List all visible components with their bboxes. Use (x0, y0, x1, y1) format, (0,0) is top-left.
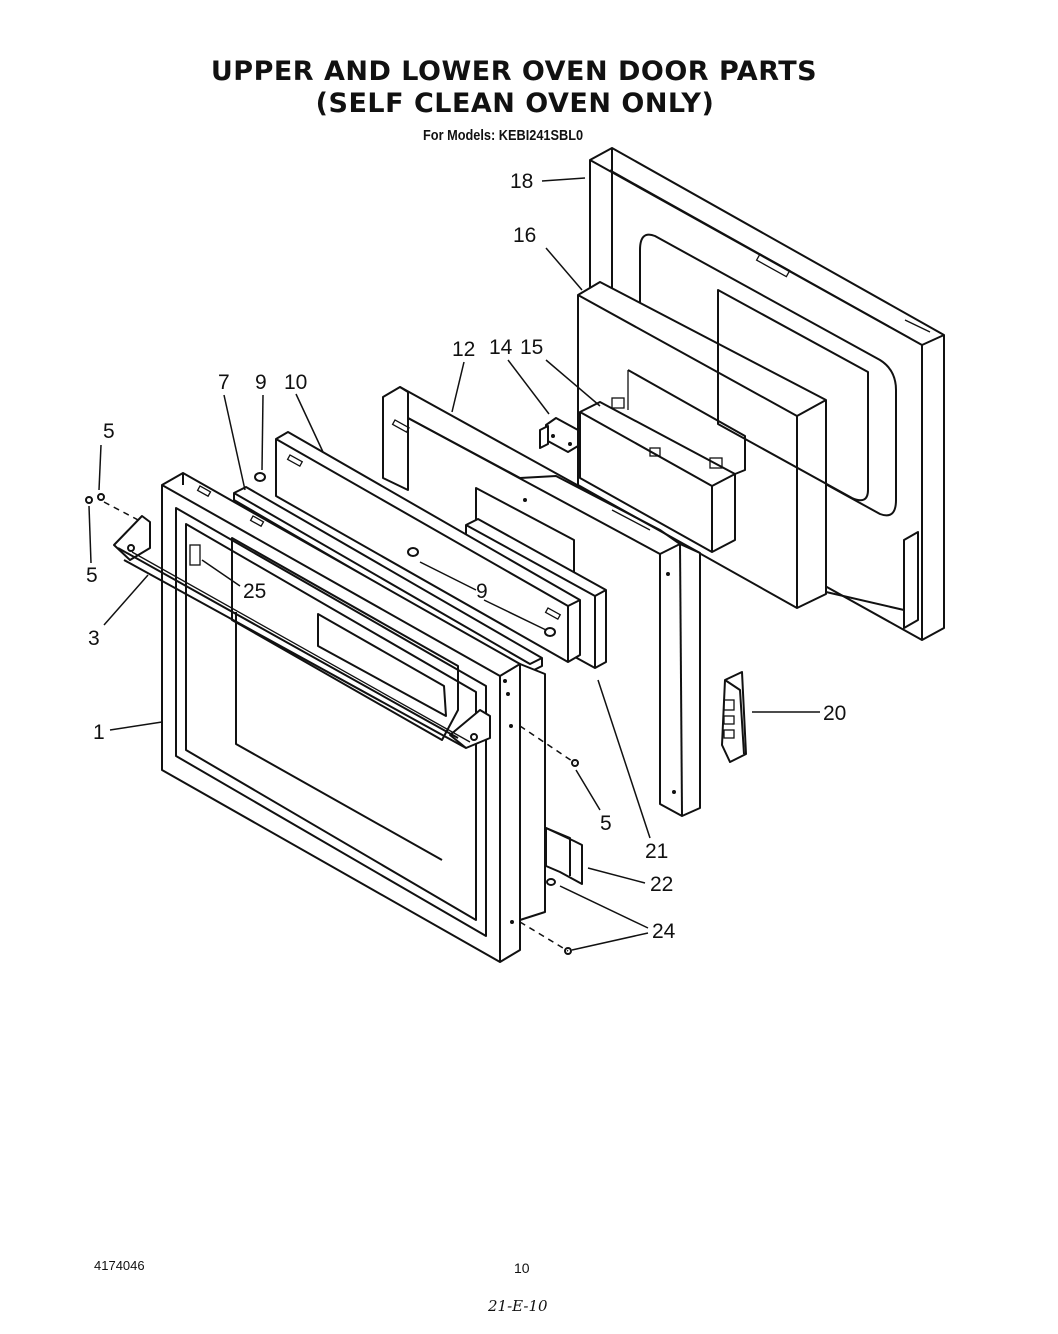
diagram-subtitle: (SELF CLEAN OVEN ONLY) (315, 88, 715, 119)
callout-9-top: 9 (255, 371, 267, 394)
model-number-label: For Models: KEBI241SBL0 (423, 127, 584, 144)
page-number: 10 (514, 1260, 530, 1276)
callout-21: 21 (645, 840, 668, 863)
callout-9-mid: 9 (476, 580, 488, 603)
callout-12: 12 (452, 338, 475, 361)
callout-20: 20 (823, 702, 846, 725)
callout-5-top: 5 (103, 420, 115, 443)
callout-10: 10 (284, 371, 307, 394)
callout-14: 14 (489, 336, 513, 359)
part-14-clip (539, 417, 579, 453)
diagram-title: UPPER AND LOWER OVEN DOOR PARTS (210, 56, 818, 87)
part-22-side-bracket (545, 827, 583, 885)
screws-group (85, 472, 579, 955)
callout-18: 18 (510, 170, 533, 193)
leader-lines (88, 177, 820, 951)
callout-16: 16 (513, 224, 536, 247)
part-15-glass-pack (579, 369, 746, 553)
callout-1: 1 (93, 721, 105, 744)
callout-25: 25 (243, 580, 266, 603)
callout-24: 24 (652, 920, 676, 943)
callout-7: 7 (218, 371, 230, 394)
callout-labels: 18 16 12 14 15 7 9 10 5 5 25 9 3 1 20 5 … (86, 170, 846, 943)
part-20-hinge-bracket (721, 671, 747, 763)
callout-22: 22 (650, 873, 673, 896)
handwritten-note: 21-E-10 (488, 1297, 548, 1315)
callout-3: 3 (88, 627, 100, 650)
callout-5-left: 5 (86, 564, 98, 587)
part-3-door-handle (113, 515, 491, 749)
part-7-trim-strip (233, 486, 543, 673)
part-10-top-channel (275, 431, 581, 663)
part-16-insulation-block (577, 281, 869, 609)
callout-5-bottom: 5 (600, 812, 612, 835)
callout-15: 15 (520, 336, 543, 359)
part-1-outer-frame (161, 472, 546, 963)
document-number: 4174046 (94, 1258, 145, 1273)
